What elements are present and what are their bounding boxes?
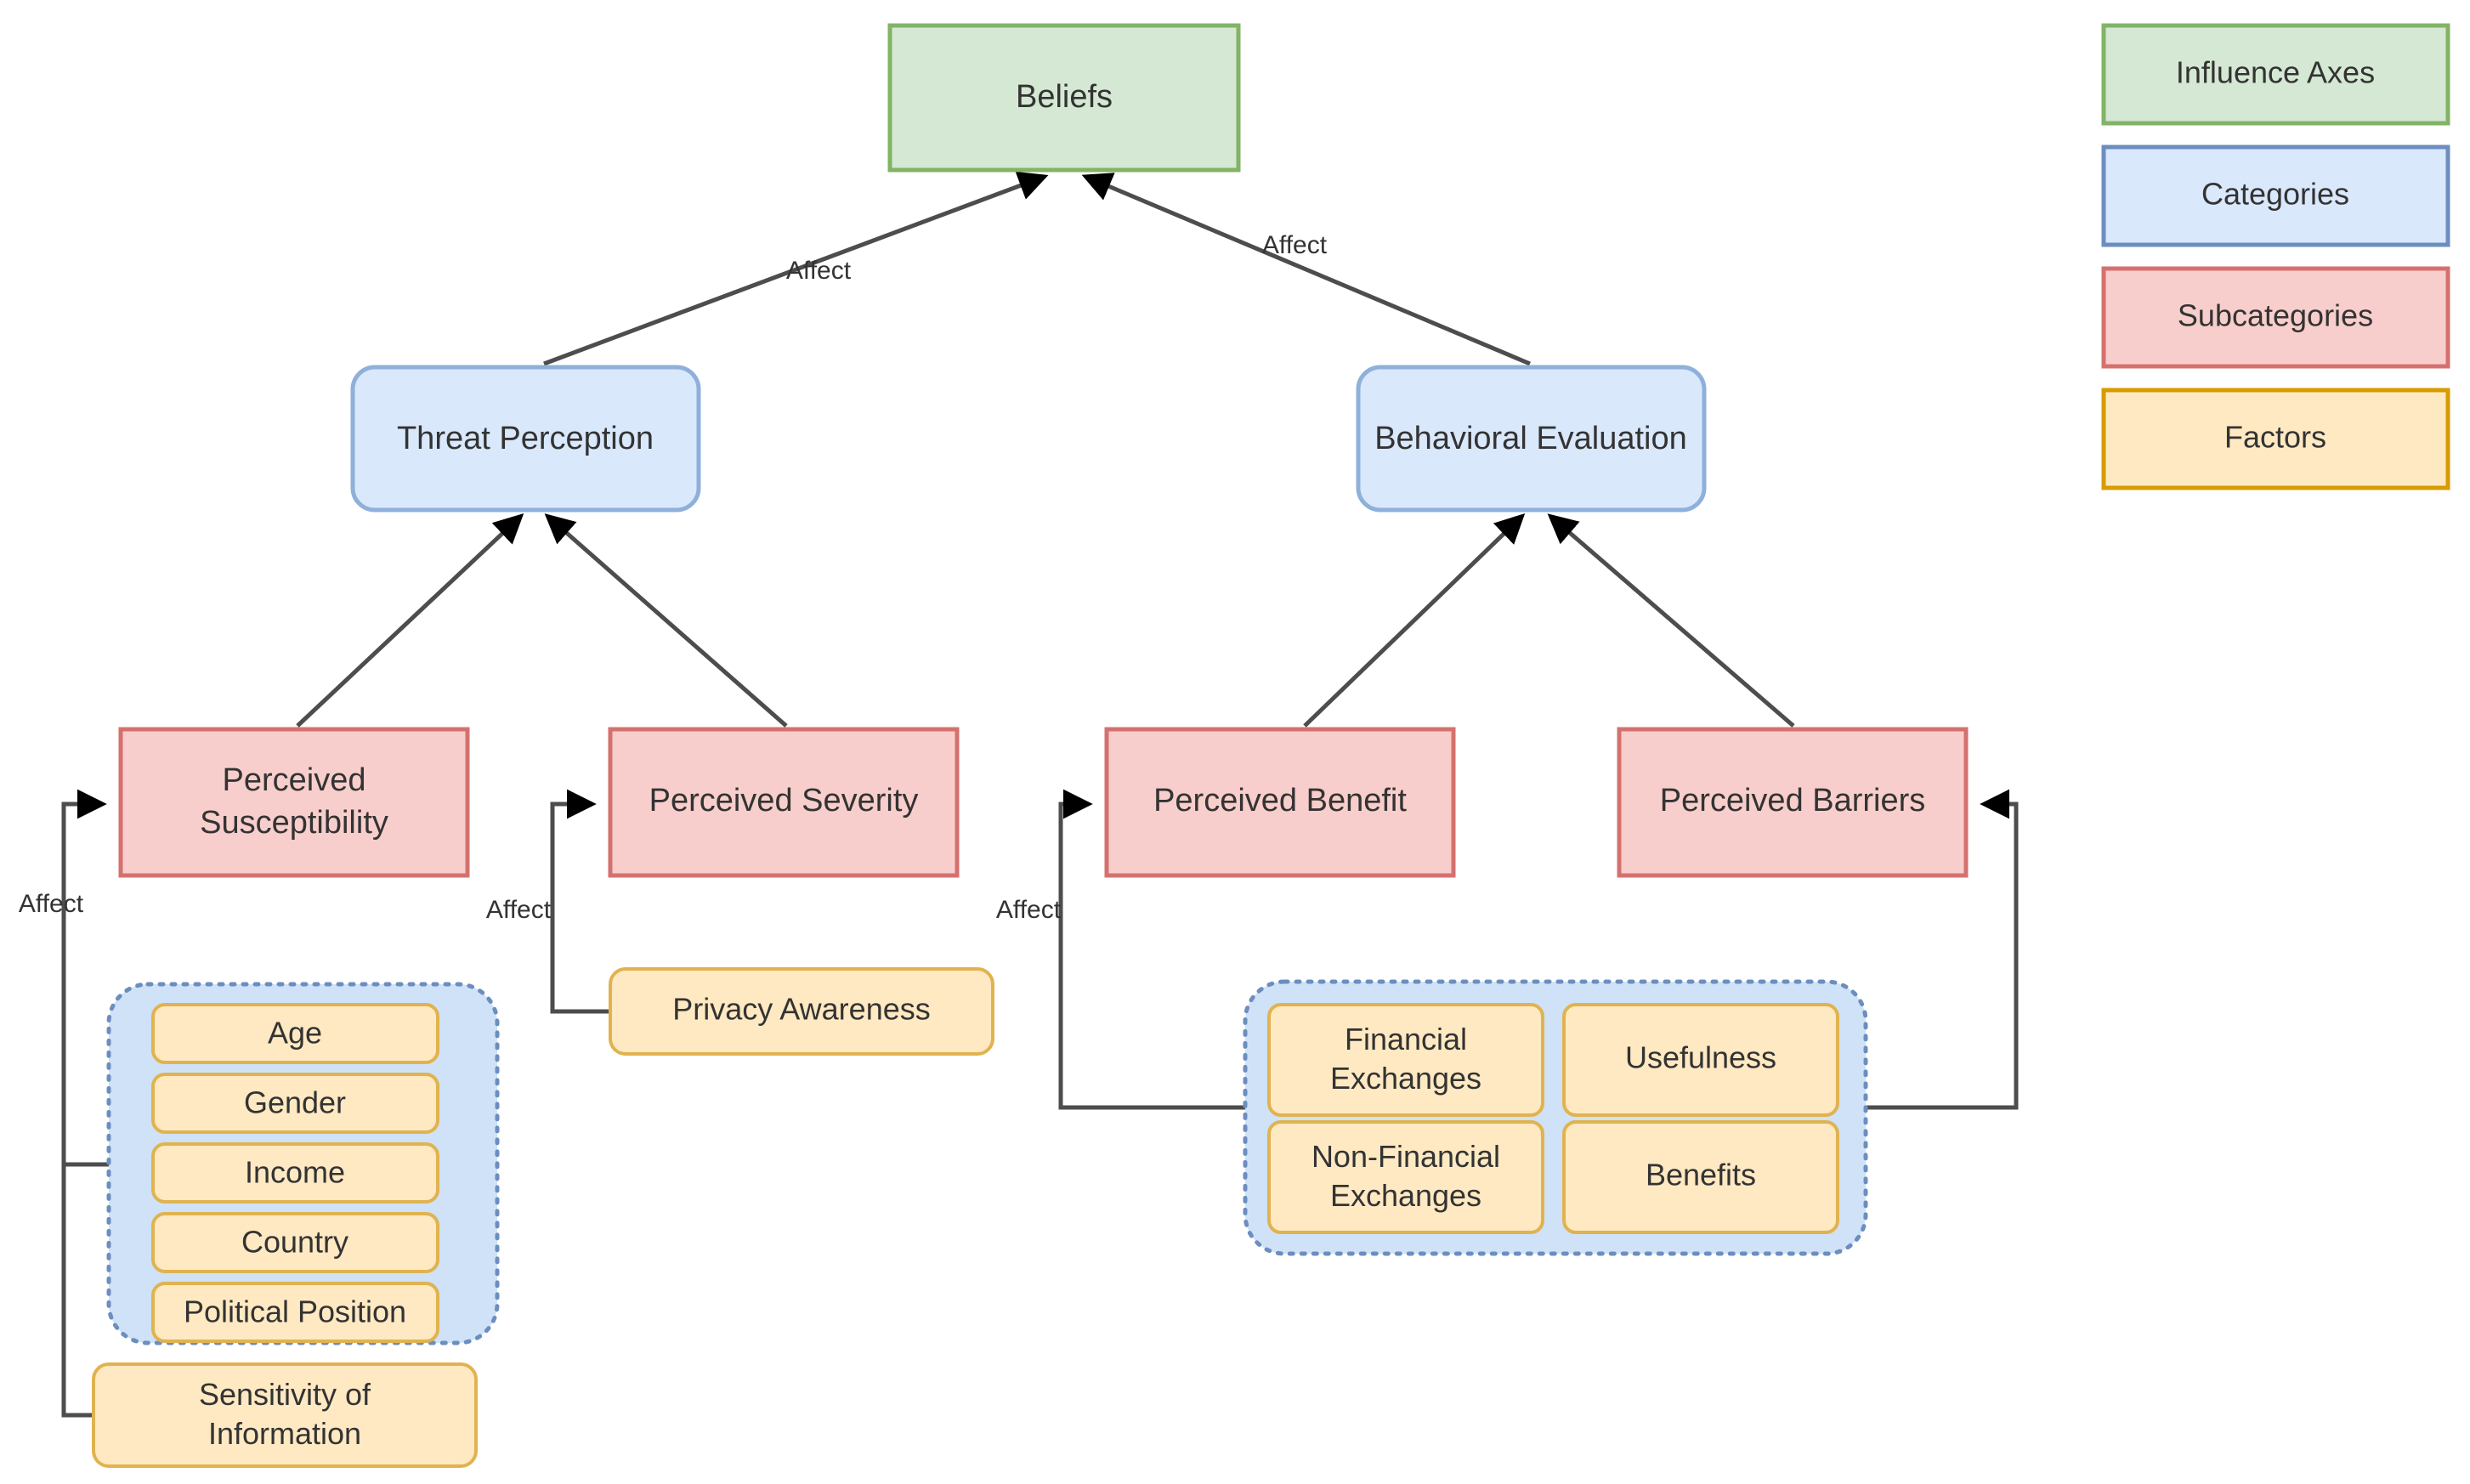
factor-benefits-label: Benefits xyxy=(1646,1158,1756,1192)
factor-age-box xyxy=(151,1003,439,1064)
factor-gender-box xyxy=(151,1073,439,1134)
factor-benefits[interactable]: Benefits xyxy=(1562,1120,1839,1234)
factor-income-label: Income xyxy=(245,1155,345,1190)
factor-sensitivity-of-information-box xyxy=(92,1362,478,1468)
node-beliefs[interactable]: Beliefs xyxy=(887,23,1241,173)
edge-perceived-benefit-to-behavioral-evaluation xyxy=(1303,513,1526,728)
factor-political-position-box xyxy=(151,1282,439,1343)
factor-usefulness-box xyxy=(1562,1003,1839,1117)
factor-political-position[interactable]: Political Position xyxy=(151,1282,439,1343)
edges-layer xyxy=(61,171,2019,1418)
factor-privacy-awareness-label: Privacy Awareness xyxy=(672,992,930,1027)
legend: Influence Axes Categories Subcategories … xyxy=(2101,23,2450,490)
legend-item-factors-swatch xyxy=(2101,388,2450,490)
node-beliefs-label: Beliefs xyxy=(1016,79,1113,115)
edge-label-affect-exchanges-to-benefit: Affect xyxy=(996,896,1062,924)
factor-usefulness[interactable]: Usefulness xyxy=(1562,1003,1839,1117)
edge-labels-layer: Affect Affect Affect Affect Affect xyxy=(19,231,1328,924)
factor-income[interactable]: Income xyxy=(151,1142,439,1204)
edge-label-affect-behavioral-to-beliefs: Affect xyxy=(1262,231,1328,259)
edge-sensitivity-of-information-to-perceived-susceptibility xyxy=(61,1164,93,1418)
node-perceived-benefit[interactable]: Perceived Benefit xyxy=(1104,727,1456,878)
edge-label-affect-privacy-to-severity: Affect xyxy=(486,896,552,924)
node-perceived-barriers-box xyxy=(1617,727,1969,878)
factor-political-position-label: Political Position xyxy=(184,1294,406,1329)
legend-item-influence-axes-label: Influence Axes xyxy=(2176,55,2375,90)
factor-benefits-box xyxy=(1562,1120,1839,1234)
legend-item-subcategories[interactable]: Subcategories xyxy=(2101,266,2450,369)
node-perceived-benefit-label: Perceived Benefit xyxy=(1153,783,1407,818)
edge-privacy-awareness-to-perceived-severity xyxy=(550,789,610,1014)
legend-item-influence-axes-swatch xyxy=(2101,23,2450,126)
legend-item-categories-swatch xyxy=(2101,144,2450,247)
factor-financial-exchanges-box xyxy=(1267,1003,1544,1117)
edge-threat-perception-to-beliefs xyxy=(543,171,1049,366)
legend-item-categories-label: Categories xyxy=(2201,177,2349,212)
factor-gender[interactable]: Gender xyxy=(151,1073,439,1134)
factor-country-label: Country xyxy=(241,1225,348,1260)
factor-privacy-awareness-box xyxy=(609,967,994,1056)
legend-item-influence-axes[interactable]: Influence Axes xyxy=(2101,23,2450,126)
node-perceived-severity-label: Perceived Severity xyxy=(649,783,919,818)
factor-age[interactable]: Age xyxy=(151,1003,439,1064)
node-perceived-susceptibility-box xyxy=(118,727,470,878)
edge-demographics-to-perceived-susceptibility xyxy=(61,789,109,1167)
edge-perceived-severity-to-threat-perception xyxy=(544,513,788,728)
node-threat-perception-box xyxy=(350,365,701,513)
legend-item-factors[interactable]: Factors xyxy=(2101,388,2450,490)
legend-item-subcategories-swatch xyxy=(2101,266,2450,369)
legend-item-factors-label: Factors xyxy=(2224,420,2326,455)
factor-group-demographic[interactable]: Age Gender Income Country Political Posi… xyxy=(106,982,500,1345)
edge-exchange-factors-to-perceived-barriers xyxy=(1866,789,2019,1110)
node-threat-perception[interactable]: Threat Perception xyxy=(350,365,701,513)
edge-perceived-susceptibility-to-threat-perception xyxy=(296,513,524,728)
factor-usefulness-label: Usefulness xyxy=(1625,1040,1776,1075)
legend-item-subcategories-label: Subcategories xyxy=(2178,298,2373,333)
factor-age-label: Age xyxy=(268,1016,322,1051)
edge-label-affect-demographics-to-susceptibility: Affect xyxy=(19,890,84,918)
node-perceived-severity[interactable]: Perceived Severity xyxy=(608,727,960,878)
factor-country-box xyxy=(151,1212,439,1273)
edge-perceived-barriers-to-behavioral-evaluation xyxy=(1547,513,1795,728)
factor-income-box xyxy=(151,1142,439,1204)
node-beliefs-box xyxy=(887,23,1241,173)
edge-exchange-factors-to-perceived-benefit xyxy=(1058,789,1245,1110)
factor-privacy-awareness[interactable]: Privacy Awareness xyxy=(609,967,994,1056)
legend-item-categories[interactable]: Categories xyxy=(2101,144,2450,247)
edge-label-affect-threat-to-beliefs: Affect xyxy=(786,257,852,285)
factor-gender-label: Gender xyxy=(244,1085,346,1120)
node-behavioral-evaluation-box xyxy=(1356,365,1707,513)
node-threat-perception-label: Threat Perception xyxy=(397,421,654,456)
node-perceived-barriers-label: Perceived Barriers xyxy=(1660,783,1926,818)
node-perceived-barriers[interactable]: Perceived Barriers xyxy=(1617,727,1969,878)
edge-behavioral-evaluation-to-beliefs xyxy=(1081,173,1531,366)
node-perceived-benefit-box xyxy=(1104,727,1456,878)
node-behavioral-evaluation-label: Behavioral Evaluation xyxy=(1374,421,1687,456)
factor-country[interactable]: Country xyxy=(151,1212,439,1273)
node-perceived-severity-box xyxy=(608,727,960,878)
node-behavioral-evaluation[interactable]: Behavioral Evaluation xyxy=(1356,365,1707,513)
factor-non-financial-exchanges-box xyxy=(1267,1120,1544,1234)
